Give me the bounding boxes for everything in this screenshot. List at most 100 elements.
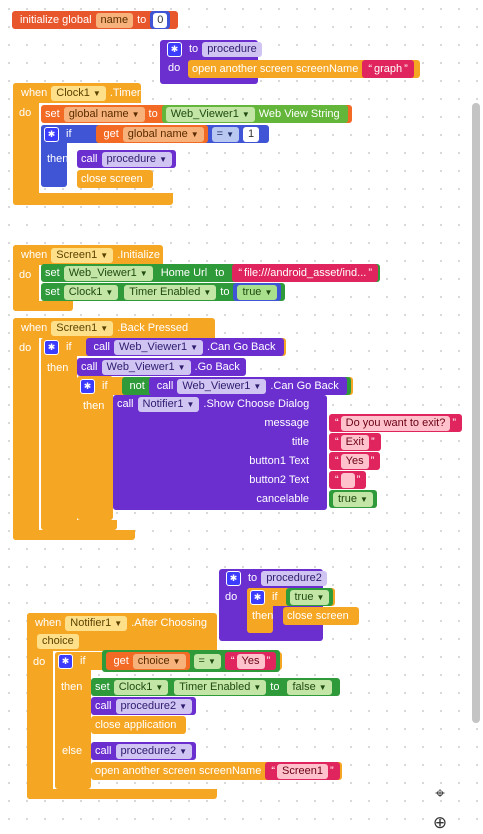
if-gear-icon[interactable]: ✱ (44, 339, 59, 355)
compare-block[interactable]: get choice▼ =▼ “Yes” (101, 650, 281, 672)
kw-do: do (168, 62, 181, 74)
yes-string[interactable]: “Yes” (224, 652, 277, 670)
message-string[interactable]: “Do you want to exit?” (329, 414, 463, 432)
procedure-name-field[interactable]: procedure (202, 41, 262, 57)
procedure-name-field[interactable]: procedure2 (261, 570, 327, 586)
if-gear-icon[interactable]: ✱ (250, 589, 265, 605)
bool-block[interactable]: true▼ (233, 283, 282, 301)
get-var-block[interactable]: get choice▼ (105, 652, 190, 670)
after-choosing-event[interactable]: when Notifier1▼ .After Choosing choice d… (27, 613, 387, 799)
kw-else: else (62, 745, 83, 757)
if-gear-icon[interactable]: ✱ (58, 653, 73, 669)
show-choose-dialog-block[interactable] (113, 395, 327, 510)
operator-dropdown[interactable]: =▼ (193, 653, 221, 669)
clock-timer-event[interactable]: when Clock1▼ .Timer do set global name▼ … (13, 83, 381, 205)
if-gear-icon[interactable]: ✱ (44, 126, 59, 142)
string-block[interactable]: “graph” (362, 60, 414, 78)
call-procedure2-block[interactable]: call procedure2▼ (91, 697, 197, 715)
close-screen-label: close screen (287, 610, 349, 622)
bool-block[interactable]: true▼ (285, 588, 334, 606)
screen-initialize-event[interactable]: when Screen1▼ .Initialize do set Web_Vie… (13, 245, 413, 311)
webview-getter-block[interactable]: Web_Viewer1▼ Web View String (161, 105, 348, 123)
kw-to: to (137, 14, 147, 26)
not-block[interactable]: not call Web_Viewer1▼ .Can Go Back (121, 377, 351, 395)
component-dropdown[interactable]: Clock1▼ (51, 85, 106, 101)
component-dropdown[interactable]: Screen1▼ (51, 247, 114, 263)
kw-when: when (21, 249, 48, 261)
button2-string[interactable]: “ ” (329, 471, 367, 489)
kw-set: set (45, 108, 60, 120)
zoom-in-icon[interactable]: ⊕ (432, 813, 448, 832)
notifier-dropdown[interactable]: Notifier1▼ (137, 396, 200, 412)
cancelable-bool[interactable]: true▼ (329, 490, 377, 508)
url-string-block[interactable]: “file:///android_asset/ind...” (232, 264, 378, 282)
outer-if-block[interactable]: ✱ if call Web_Viewer1▼ .Can Go Back (41, 338, 286, 356)
button1-string[interactable]: “Yes” (329, 452, 381, 470)
if-gear-icon[interactable]: ✱ (80, 378, 95, 394)
choice-param[interactable]: choice (37, 633, 79, 649)
number-field[interactable]: 1 (243, 126, 260, 142)
close-screen-block[interactable]: close screen (283, 607, 359, 625)
viewer-dropdown[interactable]: Web_Viewer1▼ (63, 265, 153, 281)
close-screen-label: close screen (81, 173, 143, 185)
title-string[interactable]: “Exit” (329, 433, 381, 451)
kw-then: then (47, 153, 69, 165)
call-procedure2-block[interactable]: call procedure2▼ (91, 742, 197, 760)
inner-if-block[interactable]: ✱ if not call Web_Viewer1▼ .Can Go Back (77, 377, 353, 395)
can-go-back-block[interactable]: call Web_Viewer1▼ .Can Go Back (85, 338, 284, 356)
back-pressed-event[interactable]: when Screen1▼ .Back Pressed do ✱ if call… (13, 318, 473, 540)
kw-if: if (102, 380, 108, 392)
get-var-dropdown[interactable]: global name▼ (122, 126, 204, 142)
button1-label: button1 Text (249, 455, 309, 467)
open-screen-block[interactable]: open another screen screenName “Screen1” (91, 762, 342, 780)
viewer-dropdown[interactable]: Web_Viewer1▼ (177, 378, 267, 394)
procedure-dropdown[interactable]: procedure2▼ (115, 698, 193, 714)
kw-then: then (252, 610, 274, 622)
mutator-gear-icon[interactable]: ✱ (167, 41, 182, 57)
kw-set: set (95, 681, 110, 693)
procedure-dropdown[interactable]: procedure2▼ (115, 743, 193, 759)
set-global-block[interactable]: set global name▼ to Web_Viewer1▼ Web Vie… (41, 105, 352, 123)
kw-do: do (19, 269, 32, 281)
viewer-dropdown[interactable]: Web_Viewer1▼ (165, 106, 255, 122)
component-dropdown[interactable]: Notifier1▼ (65, 615, 128, 631)
can-go-back-block[interactable]: call Web_Viewer1▼ .Can Go Back (148, 377, 347, 395)
crosshair-icon[interactable]: ⌖ (435, 784, 445, 803)
set-homeurl-block[interactable]: set Web_Viewer1▼ Home Url to “file:///an… (41, 264, 380, 282)
operator-dropdown[interactable]: =▼ (211, 126, 240, 142)
kw-when: when (21, 87, 48, 99)
procedure-block[interactable]: ✱ to procedure do open another screen sc… (160, 40, 450, 84)
get-var-block[interactable]: get global name▼ (95, 125, 208, 143)
if-else-block[interactable]: ✱ if get choice▼ =▼ “Yes” (55, 650, 283, 672)
vertical-scrollbar-thumb[interactable] (472, 103, 480, 723)
screen1-string[interactable]: “Screen1” (265, 762, 340, 780)
if-block[interactable]: ✱ if get global name▼ =▼ 1 (41, 125, 270, 143)
property-dropdown[interactable]: Timer Enabled▼ (124, 284, 217, 300)
call-procedure-block[interactable]: call procedure▼ (77, 150, 176, 168)
viewer-dropdown[interactable]: Web_Viewer1▼ (101, 359, 191, 375)
close-screen-block[interactable]: close screen (77, 170, 153, 188)
kw-if: if (66, 341, 72, 353)
kw-when: when (21, 322, 48, 334)
go-back-block[interactable]: call Web_Viewer1▼ .Go Back (77, 358, 246, 376)
get-var-dropdown[interactable]: choice▼ (132, 653, 186, 669)
if-block[interactable]: ✱ if true▼ (247, 588, 336, 606)
clock-dropdown[interactable]: Clock1▼ (113, 679, 169, 695)
number-block[interactable]: 0 (150, 11, 171, 29)
component-dropdown[interactable]: Screen1▼ (51, 320, 114, 336)
kw-then: then (61, 681, 83, 693)
close-application-block[interactable]: close application (91, 716, 187, 734)
procedure2-block[interactable]: ✱ to procedure2 do ✱ if true▼ then close… (219, 569, 359, 641)
var-dropdown[interactable]: global name▼ (63, 106, 145, 122)
mutator-gear-icon[interactable]: ✱ (226, 570, 241, 586)
global-name-field[interactable]: name (95, 12, 134, 28)
compare-block[interactable]: get global name▼ =▼ 1 (91, 125, 264, 143)
property-dropdown[interactable]: Timer Enabled▼ (174, 679, 267, 695)
set-timer-enabled-block[interactable]: set Clock1▼ Timer Enabled▼ to true▼ (41, 283, 286, 301)
bool-block[interactable]: false▼ (283, 678, 336, 696)
viewer-dropdown[interactable]: Web_Viewer1▼ (114, 339, 204, 355)
set-timer-enabled-block[interactable]: set Clock1▼ Timer Enabled▼ to false▼ (91, 678, 340, 696)
global-var-block[interactable]: initialize global name to 0 (12, 11, 178, 29)
procedure-dropdown[interactable]: procedure▼ (101, 151, 172, 167)
clock-dropdown[interactable]: Clock1▼ (63, 284, 119, 300)
